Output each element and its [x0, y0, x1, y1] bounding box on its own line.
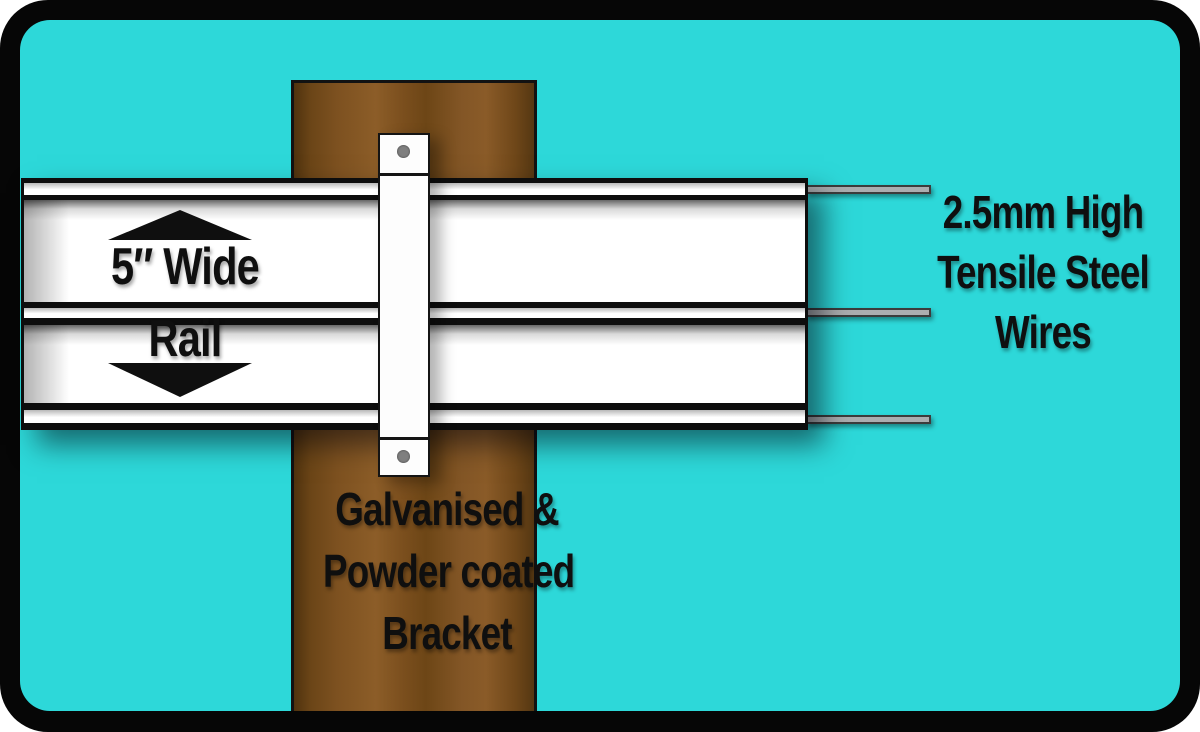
bracket-label-line2: Powder coated [323, 545, 575, 597]
steel-wire-bottom [806, 415, 931, 424]
screw-icon [397, 145, 410, 158]
arrow-down-icon [108, 363, 252, 397]
wires-label-line3: Wires [995, 306, 1092, 358]
wires-label-line2: Tensile Steel [937, 246, 1150, 298]
steel-wire-top [806, 185, 931, 194]
wires-label: 2.5mm High Tensile Steel Wires [919, 182, 1167, 362]
mounting-bracket [378, 133, 430, 477]
rail-width-label-line2: Rail [148, 310, 222, 368]
screw-icon [397, 450, 410, 463]
bracket-divider-bottom [380, 437, 428, 440]
bracket-label: Galvanised & Powder coated Bracket [323, 478, 575, 664]
steel-wire-middle [806, 308, 931, 317]
bracket-label-line1: Galvanised & [335, 483, 559, 535]
arrow-up-icon [108, 210, 252, 240]
bracket-label-line3: Bracket [382, 607, 512, 659]
bracket-divider-top [380, 173, 428, 176]
rail-width-label-line1: 5″ Wide [110, 238, 260, 296]
wires-label-line1: 2.5mm High [942, 186, 1144, 238]
